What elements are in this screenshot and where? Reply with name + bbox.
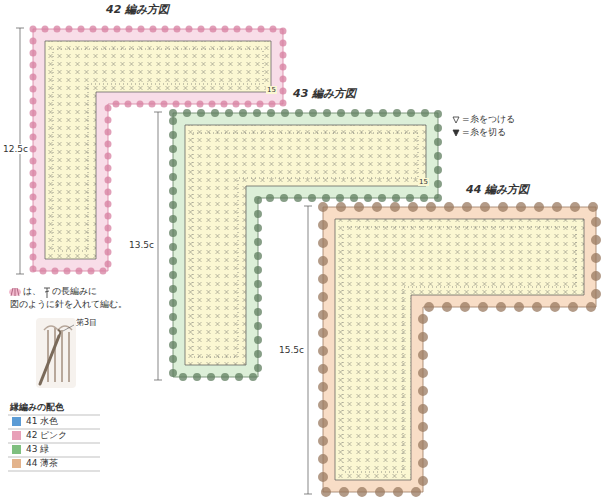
cluster-symbol bbox=[11, 288, 19, 296]
callout-label: 第3目 bbox=[76, 318, 97, 327]
legend-text: 42 ピンク bbox=[26, 430, 67, 440]
dimension-label: 13.5c bbox=[128, 240, 155, 250]
table-rule bbox=[8, 415, 100, 416]
legend-row: 42 ピンク bbox=[12, 430, 67, 440]
thread-symbol bbox=[453, 117, 459, 123]
table-rule bbox=[8, 443, 100, 444]
legend-row: 41 水色 bbox=[12, 416, 58, 426]
cluster-symbol bbox=[9, 288, 21, 296]
dimension-tick bbox=[304, 494, 312, 495]
row-number: 15 bbox=[418, 178, 429, 186]
legend-text: 43 緑 bbox=[26, 444, 49, 454]
illustration-ground bbox=[36, 318, 76, 388]
dimension-line bbox=[158, 112, 159, 380]
stitch-body bbox=[335, 219, 584, 480]
thread-symbol bbox=[453, 130, 459, 136]
dimension-line bbox=[304, 206, 312, 494]
legend-text: =糸を切る bbox=[462, 127, 506, 137]
table-rule bbox=[8, 457, 100, 458]
dimension-tick bbox=[16, 274, 24, 275]
cluster-symbol bbox=[9, 288, 21, 296]
legend-text: 44 薄茶 bbox=[26, 458, 58, 468]
crochet-hook bbox=[40, 336, 59, 384]
hook-tip bbox=[58, 330, 60, 336]
hook-illustration bbox=[36, 318, 76, 388]
dimension-tick bbox=[154, 112, 162, 113]
note-text: は、 bbox=[23, 286, 41, 296]
dimension-tick bbox=[16, 28, 24, 29]
legend-text: =糸をつける bbox=[462, 114, 515, 124]
chart-shape bbox=[318, 184, 601, 497]
legend-swatch bbox=[12, 459, 21, 468]
chart-title: 42 編み方図 bbox=[106, 4, 169, 17]
dimension-label: 15.5c bbox=[278, 345, 305, 355]
treble-row bbox=[343, 227, 576, 472]
edging-motifs bbox=[323, 207, 596, 492]
dimension-line bbox=[308, 206, 309, 494]
thread-symbol bbox=[452, 115, 460, 124]
legend-text: 41 水色 bbox=[26, 416, 58, 426]
note-text: の長編みに bbox=[52, 286, 97, 296]
dimension-line bbox=[154, 112, 162, 380]
edging-ground bbox=[323, 207, 596, 492]
legend-swatch bbox=[12, 431, 21, 440]
chart-title: 43 編み方図 bbox=[293, 88, 356, 101]
table-rule bbox=[8, 429, 100, 430]
legend-swatch bbox=[12, 417, 21, 426]
legend-row: =糸をつける bbox=[452, 114, 515, 124]
table-rule bbox=[8, 415, 100, 471]
chart-panel: 44 編み方図 bbox=[318, 184, 601, 497]
leader-line bbox=[63, 325, 74, 331]
legend-row: =糸を切る bbox=[452, 127, 506, 137]
note-text: 図のように針を入れて編む。 bbox=[10, 299, 127, 309]
legend-swatch bbox=[12, 445, 21, 454]
stitch-top bbox=[44, 326, 72, 330]
thread-symbol bbox=[452, 128, 460, 137]
legend-row: 43 緑 bbox=[12, 444, 49, 454]
chart-title: 44 編み方図 bbox=[466, 184, 529, 197]
row-number: 15 bbox=[266, 86, 277, 94]
dimension-label: 12.5c bbox=[2, 144, 29, 154]
dimension-tick bbox=[304, 206, 312, 207]
table-rule bbox=[8, 471, 100, 472]
treble-symbol bbox=[44, 288, 50, 298]
table-heading: 縁編みの配色 bbox=[10, 402, 64, 412]
treble-symbol bbox=[44, 288, 50, 298]
legend-row: 44 薄茶 bbox=[12, 458, 58, 468]
dimension-tick bbox=[154, 380, 162, 381]
